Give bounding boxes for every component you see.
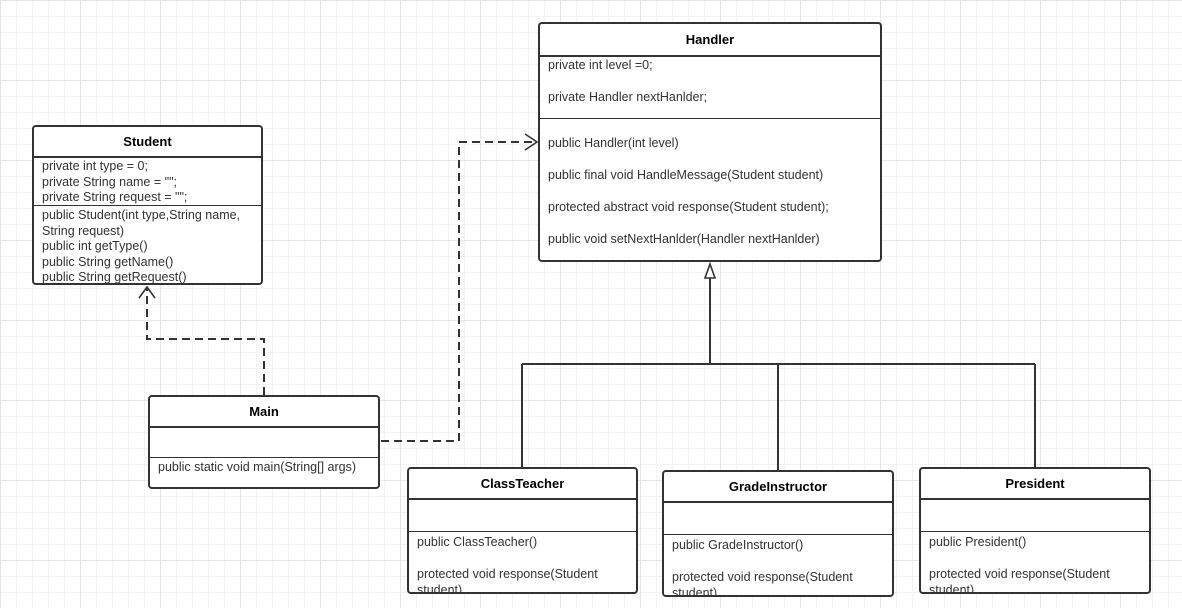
attributes-section [664,503,892,535]
attribute: private String request = ""; [42,190,188,204]
operations-section: public static void main(String[] args) [150,458,378,477]
operation: protected void response(Student student) [929,567,1114,594]
operation: public String getName() [42,254,174,269]
class-student[interactable]: Student private int type = 0; private St… [32,125,263,285]
class-president[interactable]: President public President() protected v… [919,467,1151,594]
operation: public int getType() [42,239,148,253]
operations-section: public Student(int type,String name, Str… [34,206,261,284]
class-classteacher[interactable]: ClassTeacher public ClassTeacher() prote… [407,467,638,594]
dependency-arrowhead-handler [524,133,539,151]
operation: public GradeInstructor() [672,538,804,552]
dependency-main-handler [381,141,536,442]
attributes-section [921,500,1149,532]
operation: public Student(int type,String name, Str… [42,208,244,238]
operation: public President() [929,535,1027,549]
operation: public Handler(int level) [548,136,679,150]
spacer [672,553,884,569]
attributes-section [409,500,636,532]
class-handler[interactable]: Handler private int level =0; private Ha… [538,22,882,262]
attributes-section: private int level =0; private Handler ne… [540,57,880,119]
attribute: private int level =0; [548,58,653,72]
attribute: private Handler nextHanlder; [548,90,708,104]
operation: public ClassTeacher() [417,535,538,549]
dependency-arrowhead-student [138,285,156,299]
operation: protected void response(Student student) [672,570,857,597]
class-title: President [921,469,1149,500]
attribute: private int type = 0; [42,159,148,173]
operations-section: public ClassTeacher() protected void res… [409,532,636,594]
class-title: Handler [540,24,880,57]
spacer [417,550,628,566]
operations-section: public GradeInstructor() protected void … [664,535,892,597]
operations-section: public Handler(int level) public final v… [540,119,880,260]
operation: public static void main(String[] args) [158,460,356,474]
operation: public final void HandleMessage(Student … [548,168,824,182]
operation: public void setNextHanlder(Handler nextH… [548,232,820,246]
attributes-section: private int type = 0; private String nam… [34,158,261,206]
operation: protected void response(Student student) [417,567,602,594]
class-title: ClassTeacher [409,469,636,500]
class-main[interactable]: Main public static void main(String[] ar… [148,395,380,489]
class-title: Main [150,397,378,428]
class-title: GradeInstructor [664,472,892,503]
attributes-section [150,428,378,458]
operation: public String getRequest() [42,270,187,284]
class-title: Student [34,127,261,158]
generalization-arrowhead [703,261,717,279]
operations-section: public President() protected void respon… [921,532,1149,594]
class-gradeinstructor[interactable]: GradeInstructor public GradeInstructor()… [662,470,894,597]
attribute: private String name = ""; [42,174,177,189]
spacer [929,550,1141,566]
operation: protected abstract void response(Student… [548,200,829,214]
dependency-main-student [146,288,265,395]
